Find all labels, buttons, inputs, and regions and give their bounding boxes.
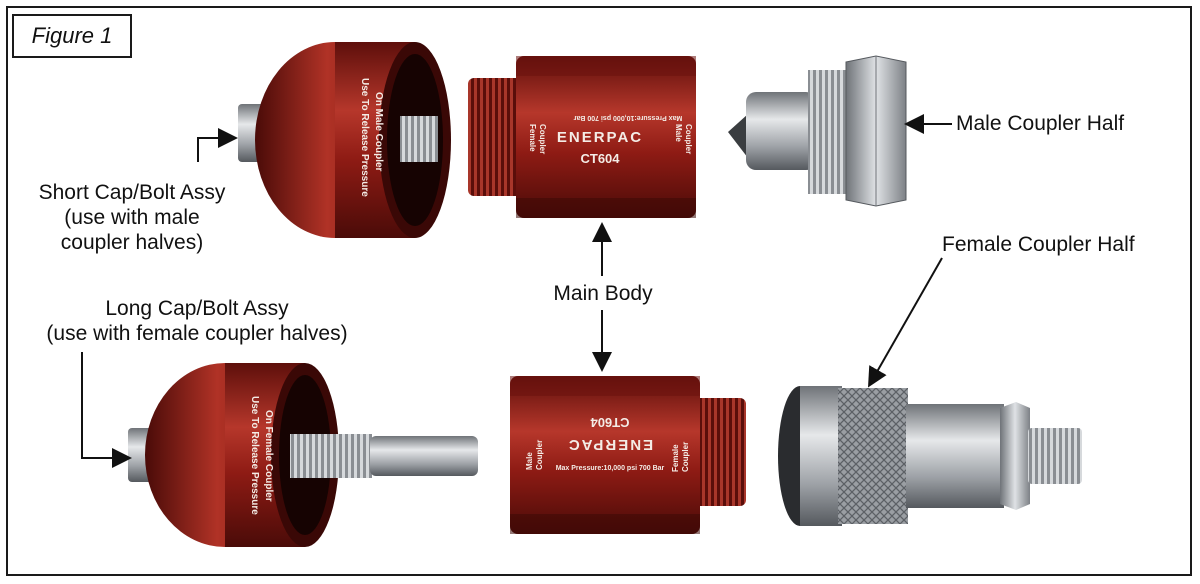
female-coupler-half [778, 386, 1082, 526]
body-bottom-female-1: Female [671, 444, 680, 472]
arrow-female-half [868, 257, 943, 388]
body-bottom-female-2: Coupler [681, 442, 690, 472]
callout-long-cap-line-2: (use with female coupler halves) [46, 322, 348, 345]
callout-long-cap: Long Cap/Bolt Assy (use with female coup… [12, 296, 382, 346]
body-bottom-male-1: Male [525, 452, 534, 470]
main-body-top: ENERPAC CT604 Max Pressure:10,000 psi 70… [468, 56, 696, 218]
male-coupler-half [728, 55, 907, 207]
body-top-pressure: Max Pressure:10,000 psi 700 Bar [573, 114, 682, 121]
short-cap-engraving-line-1: Use To Release Pressure [359, 78, 370, 197]
short-cap-bolt-assembly: Use To Release Pressure On Male Coupler [238, 42, 451, 238]
body-top-male-2: Coupler [684, 124, 693, 154]
main-body-bottom: ENERPAC CT604 Max Pressure:10,000 psi 70… [510, 376, 746, 534]
body-top-female-1: Female [528, 124, 537, 152]
body-bottom-pressure: Max Pressure:10,000 psi 700 Bar [556, 465, 665, 472]
body-bottom-brand: ENERPAC [567, 436, 653, 453]
body-bottom-model: CT604 [590, 415, 630, 430]
body-top-female-2: Coupler [538, 124, 547, 154]
callout-short-cap-line-3: coupler halves) [60, 231, 204, 254]
callout-long-cap-line-1: Long Cap/Bolt Assy [105, 297, 289, 320]
short-cap-engraving-line-2: On Male Coupler [373, 92, 384, 172]
figure-label: Figure 1 [12, 14, 132, 58]
arrow-long-cap [81, 352, 132, 468]
body-top-male-1: Male [674, 124, 683, 142]
callout-short-cap-line-1: Short Cap/Bolt Assy [38, 181, 226, 204]
long-cap-bolt-assembly: Use To Release Pressure On Female Couple… [128, 363, 478, 547]
body-top-model: CT604 [580, 151, 620, 166]
callout-male-half: Male Coupler Half [956, 112, 1125, 135]
callout-female-half: Female Coupler Half [942, 233, 1135, 256]
callout-main-body: Main Body [553, 282, 653, 305]
callout-short-cap: Short Cap/Bolt Assy (use with male coupl… [16, 180, 248, 255]
callout-short-cap-line-2: (use with male [64, 206, 200, 229]
body-top-brand: ENERPAC [557, 129, 643, 146]
figure-frame [6, 6, 1192, 576]
long-cap-engraving-line-2: On Female Coupler [263, 410, 274, 502]
long-cap-engraving-line-1: Use To Release Pressure [249, 396, 260, 515]
arrow-short-cap [197, 128, 238, 162]
body-bottom-male-2: Coupler [535, 440, 544, 470]
